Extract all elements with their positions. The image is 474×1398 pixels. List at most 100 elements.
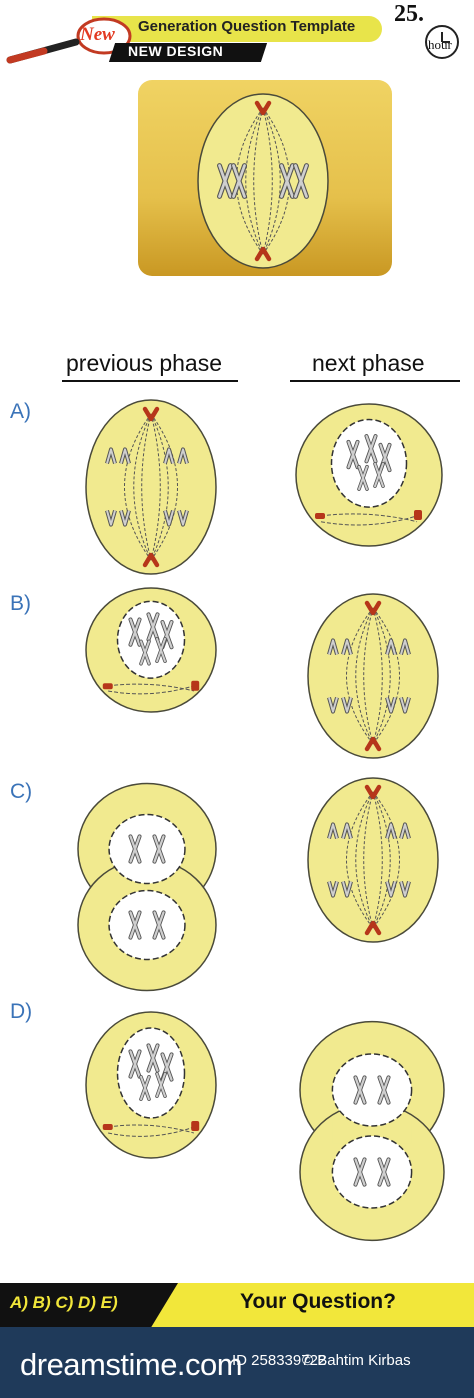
chromosome <box>146 1043 160 1073</box>
previous-phase-heading: previous phase <box>66 350 222 376</box>
footer-answer-strip <box>0 1283 178 1327</box>
chromatid <box>385 881 397 898</box>
cell-membrane <box>197 93 329 269</box>
image-author: © Bahtim Kirbas <box>302 1352 411 1369</box>
chromosome <box>128 617 142 647</box>
chromatid <box>119 447 131 464</box>
duration-number: 25. <box>394 1 424 27</box>
option-b-label[interactable]: B) <box>10 592 31 615</box>
chromatid <box>327 822 339 839</box>
magnifier-handle-icon <box>6 38 80 64</box>
chromosome <box>357 464 369 491</box>
chromosome <box>155 1071 167 1098</box>
chromatid <box>327 697 339 714</box>
chromosome <box>377 1157 391 1187</box>
template-subtitle: NEW DESIGN <box>128 43 224 59</box>
previous-phase-underline <box>62 380 238 382</box>
option-a-next-cell[interactable] <box>294 402 444 548</box>
nucleus-top <box>108 813 186 885</box>
new-badge: New <box>80 24 115 45</box>
cell-membrane <box>307 593 439 759</box>
chromosome <box>139 639 151 666</box>
chromosome <box>231 163 247 199</box>
clock-icon <box>425 25 459 59</box>
next-phase-heading: next phase <box>312 350 425 376</box>
chromosome <box>146 612 160 642</box>
image-id: ID 258339722 <box>232 1352 327 1369</box>
chromatid <box>385 638 397 655</box>
centrosome-pair-icon <box>315 510 422 526</box>
chromatid <box>105 447 117 464</box>
chromosome <box>152 834 166 864</box>
template-title: Generation Question Template <box>138 18 356 35</box>
nucleus-bottom <box>331 1135 413 1209</box>
option-c-previous-cell[interactable] <box>76 778 218 996</box>
chromatid <box>399 822 411 839</box>
chromatid <box>177 447 189 464</box>
question-prompt: Your Question? <box>240 1290 396 1313</box>
chromatid <box>341 697 353 714</box>
centrosome-bottom-icon <box>142 552 160 568</box>
centrosome-bottom-icon <box>254 246 272 262</box>
option-b-previous-cell[interactable] <box>84 586 218 714</box>
centrosome-pair-icon <box>102 680 200 695</box>
chromosome <box>152 910 166 940</box>
centrosome-bottom-icon <box>364 920 382 936</box>
chromatid <box>163 447 175 464</box>
spindle-fibers <box>346 791 400 929</box>
metaphase-cell <box>197 93 329 269</box>
centrosome-top-icon <box>142 406 160 422</box>
chromatid <box>119 510 131 527</box>
nucleus <box>116 600 186 679</box>
option-d-previous-cell[interactable] <box>84 1010 218 1160</box>
chromosome <box>279 163 295 199</box>
watermark-logo: dreamstime.com <box>20 1347 243 1382</box>
watermark-bar <box>0 1327 474 1398</box>
chromosome <box>155 636 167 663</box>
spindle-fibers <box>346 607 400 745</box>
centrosome-top-icon <box>364 600 382 616</box>
nucleus <box>116 1027 186 1119</box>
centrosome-bottom-icon <box>364 736 382 752</box>
option-a-label[interactable]: A) <box>10 400 31 423</box>
chromatid <box>385 822 397 839</box>
chromatid <box>341 822 353 839</box>
chromosome <box>217 163 233 199</box>
chromosome <box>128 834 142 864</box>
chromatid <box>341 638 353 655</box>
chromatid <box>399 638 411 655</box>
option-c-next-cell[interactable] <box>306 776 440 944</box>
chromosome <box>139 1075 151 1101</box>
chromosome <box>128 910 142 940</box>
centrosome-pair-icon <box>102 1121 200 1137</box>
cell-membrane <box>85 399 217 575</box>
chromosome <box>353 1157 367 1187</box>
chromosome <box>377 1075 391 1105</box>
title-bar <box>92 16 382 42</box>
chromosome <box>346 439 360 470</box>
nucleus-bottom <box>108 889 186 961</box>
chromatid <box>341 881 353 898</box>
chromosome <box>293 163 309 199</box>
option-d-next-cell[interactable] <box>298 1016 446 1246</box>
spindle-fibers <box>124 413 178 561</box>
chromosome <box>373 461 385 488</box>
nucleus <box>330 418 408 508</box>
duration-unit: hour <box>428 37 452 52</box>
cell-membrane <box>307 777 439 943</box>
chromatid <box>163 510 175 527</box>
option-b-next-cell[interactable] <box>306 592 440 760</box>
spindle-fibers <box>236 107 290 255</box>
option-a-previous-cell[interactable] <box>84 398 218 576</box>
chromatid <box>327 638 339 655</box>
centrosome-top-icon <box>364 784 382 800</box>
chromatid <box>399 697 411 714</box>
next-phase-underline <box>290 380 460 382</box>
option-d-label[interactable]: D) <box>10 1000 33 1023</box>
chromatid <box>399 881 411 898</box>
chromatid <box>177 510 189 527</box>
chromosome <box>160 620 174 650</box>
chromosome <box>353 1075 367 1105</box>
option-c-label[interactable]: C) <box>10 780 33 803</box>
chromatid <box>385 697 397 714</box>
